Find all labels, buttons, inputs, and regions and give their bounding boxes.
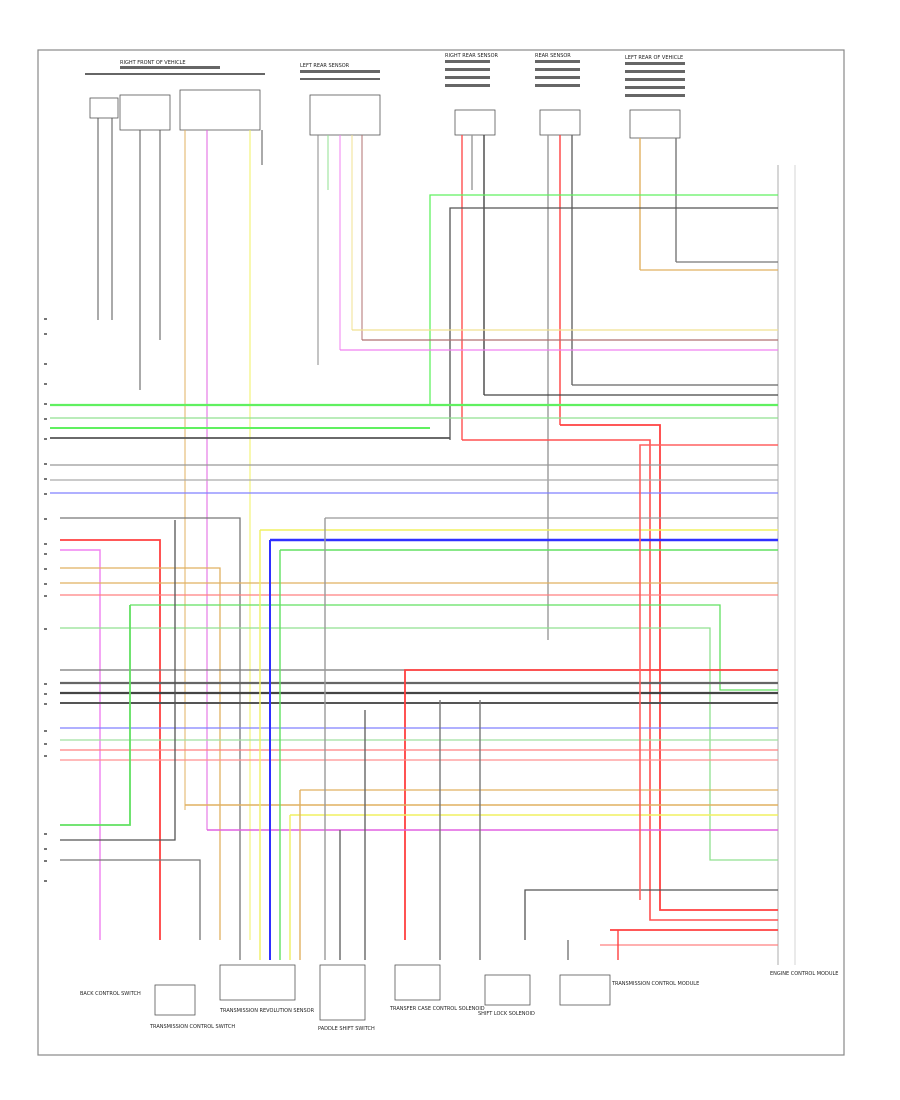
right-rear-sensor-box: [454, 109, 496, 136]
shift-lock-solenoid-box: [484, 974, 531, 1006]
diagram-frame: [37, 49, 845, 1056]
horizontal-wires: [50, 194, 778, 960]
transmission-control-switch-box: [154, 984, 196, 1016]
label-right-front-vehicle: RIGHT FRONT OF VEHICLE: [120, 60, 186, 66]
relay-box-top-left: [89, 97, 119, 119]
module-box-top: [179, 89, 261, 131]
label-left-rear-sensor: LEFT REAR SENSOR: [300, 63, 350, 69]
vertical-drops-bottom: [259, 518, 619, 960]
label-left-rear-vehicle: LEFT REAR OF VEHICLE: [625, 55, 683, 61]
bottom-labels: BACK CONTROL SWITCH TRANSMISSION CONTROL…: [80, 971, 838, 1032]
top-components: [89, 89, 681, 139]
revolution-sensor-box: [219, 964, 296, 1001]
left-connector-pins: [44, 318, 47, 882]
bottom-components: [154, 964, 611, 1021]
label-shift-lock-solenoid: SHIFT LOCK SOLENOID: [478, 1011, 535, 1017]
top-text: [85, 60, 685, 97]
label-transfer-solenoid: TRANSFER CASE CONTROL SOLENOID: [389, 1006, 485, 1012]
vertical-wires-rear-sensors: [461, 135, 677, 640]
label-revolution-sensor: TRANSMISSION REVOLUTION SENSOR: [219, 1008, 315, 1014]
right-connector-strip: [777, 165, 796, 965]
top-labels: RIGHT FRONT OF VEHICLE LEFT REAR SENSOR …: [120, 53, 683, 69]
vertical-wires-top-left: [97, 118, 263, 940]
label-right-rear-sensor: RIGHT REAR SENSOR: [445, 53, 499, 59]
label-transmission-control-module: TRANSMISSION CONTROL MODULE: [611, 981, 699, 987]
label-engine-control-module: ENGINE CONTROL MODULE: [770, 971, 838, 977]
tcm-box: [559, 974, 611, 1006]
label-transmission-control-switch: TRANSMISSION CONTROL SWITCH: [149, 1024, 235, 1030]
label-paddle-shift-switch: PADDLE SHIFT SWITCH: [318, 1026, 375, 1032]
rear-sensor-box: [539, 109, 581, 136]
left-rear-sensor-box: [309, 94, 381, 136]
label-back-control-switch: BACK CONTROL SWITCH: [80, 991, 141, 997]
label-rear-sensor: REAR SENSOR: [535, 53, 571, 59]
transfer-solenoid-box: [394, 964, 441, 1001]
paddle-shift-switch-box: [319, 964, 366, 1021]
component-box-top-left: [119, 94, 171, 131]
vertical-wires-left-rear-sensor: [317, 135, 363, 365]
left-rear-vehicle-box: [629, 109, 681, 139]
